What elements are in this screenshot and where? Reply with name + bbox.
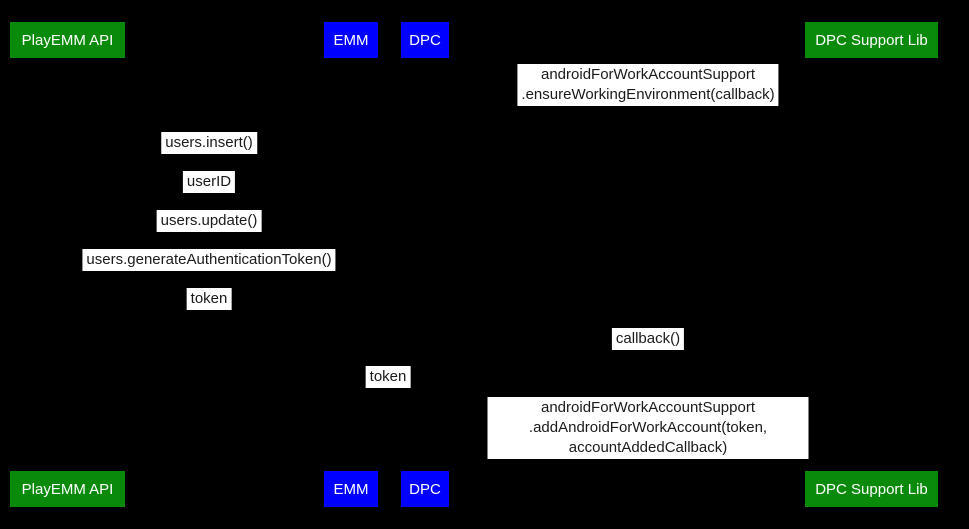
- participant-dpc-bottom: DPC: [401, 471, 449, 507]
- participant-playemm-api-top: PlayEMM API: [10, 22, 125, 58]
- message-label-add-android-for-work-account: androidForWorkAccountSupport .addAndroid…: [487, 397, 809, 459]
- participant-dpc-top: DPC: [401, 22, 449, 58]
- message-label-users-update: users.update(): [156, 210, 262, 232]
- participant-playemm-api-bottom: PlayEMM API: [10, 471, 125, 507]
- participant-emm-top: EMM: [324, 22, 378, 58]
- participant-dpc-support-lib-top: DPC Support Lib: [805, 22, 938, 58]
- message-label-token-to-dpc: token: [365, 366, 411, 388]
- participant-dpc-support-lib-bottom: DPC Support Lib: [805, 471, 938, 507]
- message-label-users-insert: users.insert(): [161, 132, 257, 154]
- message-label-userid: userID: [182, 171, 236, 193]
- message-label-ensure-working-environment: androidForWorkAccountSupport .ensureWork…: [517, 64, 779, 106]
- message-label-callback: callback(): [611, 328, 685, 350]
- message-label-generate-authentication-token: users.generateAuthenticationToken(): [82, 249, 336, 271]
- message-label-token-to-emm: token: [186, 288, 232, 310]
- participant-emm-bottom: EMM: [324, 471, 378, 507]
